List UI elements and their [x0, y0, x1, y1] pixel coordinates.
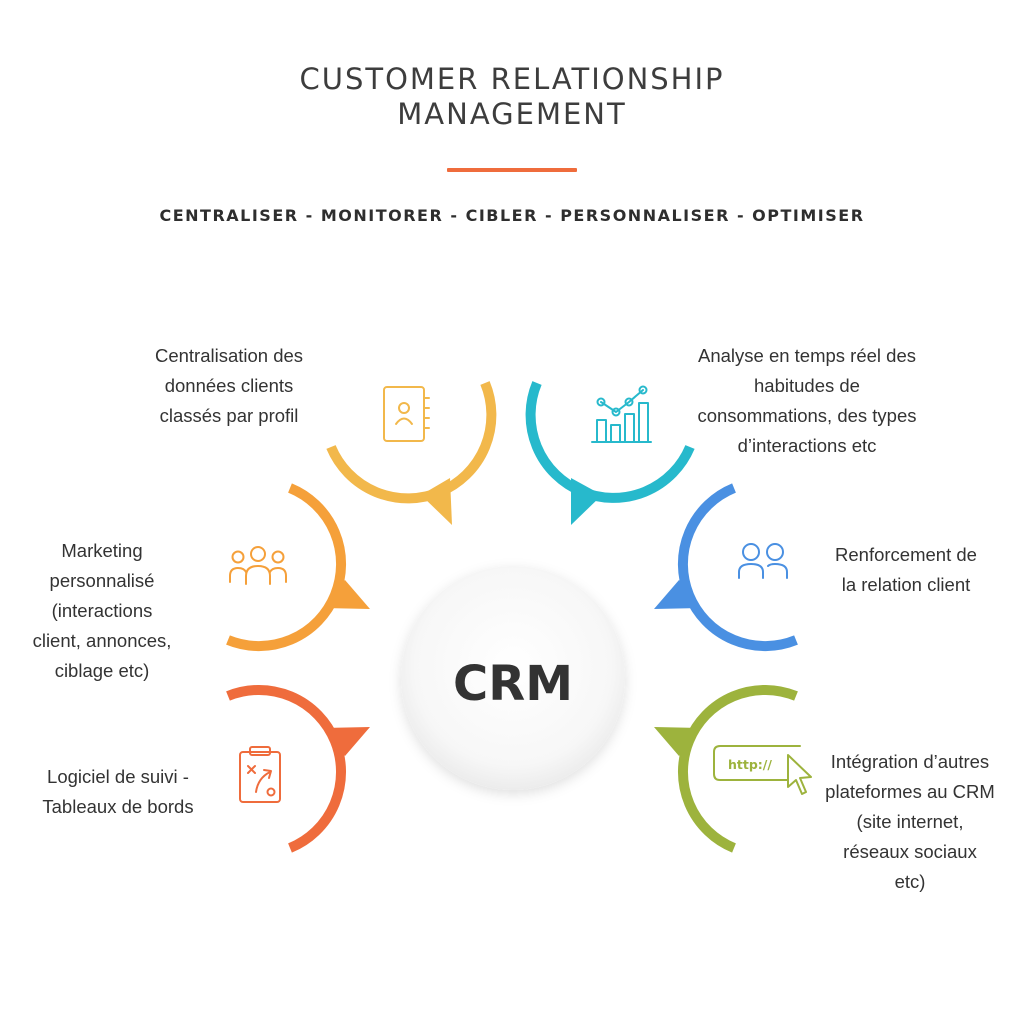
label-line: la relation client [841, 574, 971, 595]
label-logiciel: Logiciel de suivi - Tableaux de bords [28, 762, 208, 822]
label-line: personnalisé [49, 570, 155, 591]
bar-chart-icon [591, 385, 652, 443]
page-title: CUSTOMER RELATIONSHIP MANAGEMENT [0, 62, 1024, 132]
segment-integration: http:// [654, 684, 812, 853]
pointer-marketing [323, 580, 370, 609]
label-line: consommations, des types [697, 405, 917, 426]
contact-book-icon [383, 386, 430, 442]
label-line: (site internet, [856, 811, 964, 832]
label-line: Intégration d’autres [830, 751, 990, 772]
label-line: plateformes au CRM [825, 781, 995, 802]
label-line: Tableaux de bords [42, 796, 194, 817]
users-icon [738, 543, 788, 579]
pointer-centralisation [421, 478, 452, 525]
http-cursor-icon: http:// [713, 745, 812, 795]
label-line: client, annonces, [32, 630, 172, 651]
label-analyse: Analyse en temps réel des habitudes de c… [689, 341, 925, 461]
pointer-renforcement [654, 580, 701, 609]
segment-logiciel [226, 684, 370, 853]
label-line: d’interactions etc [737, 435, 877, 456]
segment-centralisation [326, 381, 497, 525]
label-line: classés par profil [159, 405, 299, 426]
label-line: ciblage etc) [54, 660, 150, 681]
label-line: etc) [894, 871, 926, 892]
label-line: données clients [164, 375, 294, 396]
center-circle: CRM [401, 566, 625, 790]
label-line: Renforcement de [835, 544, 977, 565]
label-centralisation: Centralisation des données clients class… [129, 341, 329, 431]
title-underline [447, 168, 577, 172]
clipboard-strategy-icon [239, 746, 281, 803]
http-text: http:// [728, 757, 772, 772]
label-renforcement: Renforcement de la relation client [818, 540, 994, 600]
segment-renforcement [654, 483, 798, 652]
pointer-logiciel [323, 727, 370, 756]
segment-analyse [525, 381, 695, 525]
tagline: CENTRALISER - MONITORER - CIBLER - PERSO… [159, 206, 865, 225]
label-integration: Intégration d’autres plateformes au CRM … [818, 747, 1002, 897]
title-line-1: CUSTOMER RELATIONSHIP [299, 62, 725, 96]
pointer-analyse [571, 478, 602, 525]
pointer-integration [654, 727, 701, 756]
label-line: habitudes de [754, 375, 860, 396]
segment-marketing [226, 483, 370, 652]
label-line: (interactions [51, 600, 153, 621]
label-line: Logiciel de suivi - [47, 766, 189, 787]
title-line-2: MANAGEMENT [397, 97, 627, 131]
label-line: Analyse en temps réel des [697, 345, 916, 366]
label-line: Centralisation des [154, 345, 304, 366]
label-line: réseaux sociaux [843, 841, 977, 862]
arc-logiciel [226, 684, 347, 853]
arc-marketing [226, 483, 347, 652]
group-icon [229, 546, 287, 585]
label-line: Marketing [61, 540, 143, 561]
crm-label: CRM [453, 656, 573, 712]
label-marketing: Marketing personnalisé (interactions cli… [22, 536, 182, 686]
center-disc [401, 566, 625, 790]
